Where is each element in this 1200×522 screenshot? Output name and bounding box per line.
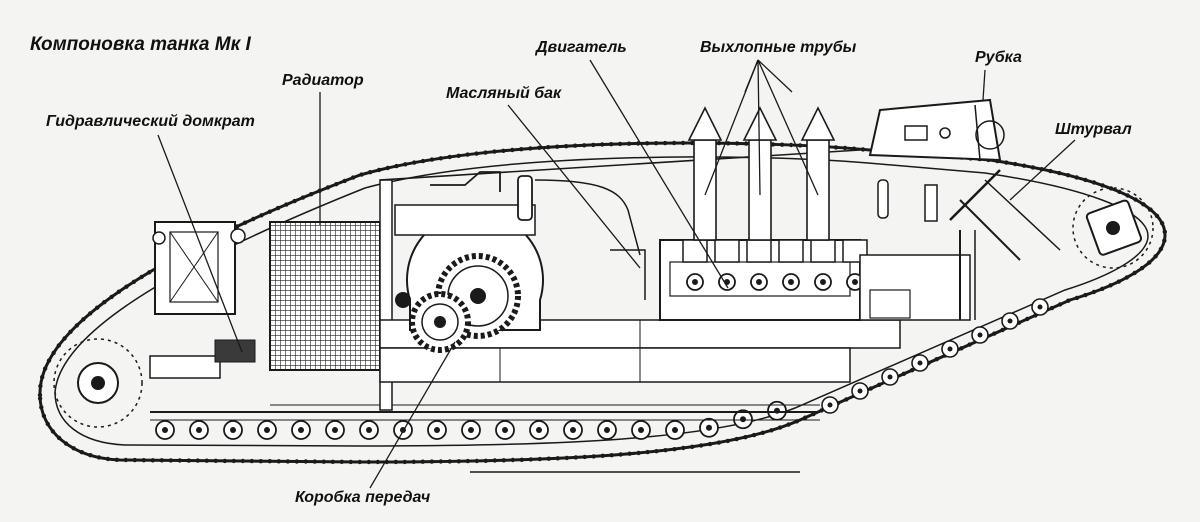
lower-frame (150, 404, 820, 473)
rear-idler-wheel (53, 338, 143, 428)
hydraulic-jack-unit (149, 221, 256, 379)
leader-lines (157, 59, 1076, 489)
exhaust-pipes (687, 106, 836, 241)
label-cabin: Рубка (975, 49, 1022, 66)
radiator-core (269, 179, 393, 411)
cabin-structure (868, 98, 1005, 162)
label-engine: Двигатель (536, 39, 627, 56)
road-wheels (155, 298, 1049, 440)
label-steering-wheel: Штурвал (1055, 121, 1132, 138)
label-oil-tank: Масляный бак (446, 85, 562, 102)
gearbox-gears (395, 253, 521, 353)
oil-tank (430, 171, 646, 300)
label-exhaust-pipes: Выхлопные трубы (700, 39, 857, 56)
steering-assembly (877, 169, 1061, 320)
label-radiator: Радиатор (282, 72, 364, 89)
label-hydraulic-jack: Гидравлический домкрат (46, 113, 255, 130)
label-gearbox: Коробка передач (295, 489, 431, 506)
engine-block (659, 239, 971, 321)
diagram-title: Компоновка танка Мк I (30, 34, 251, 55)
front-sprocket (1072, 187, 1154, 269)
